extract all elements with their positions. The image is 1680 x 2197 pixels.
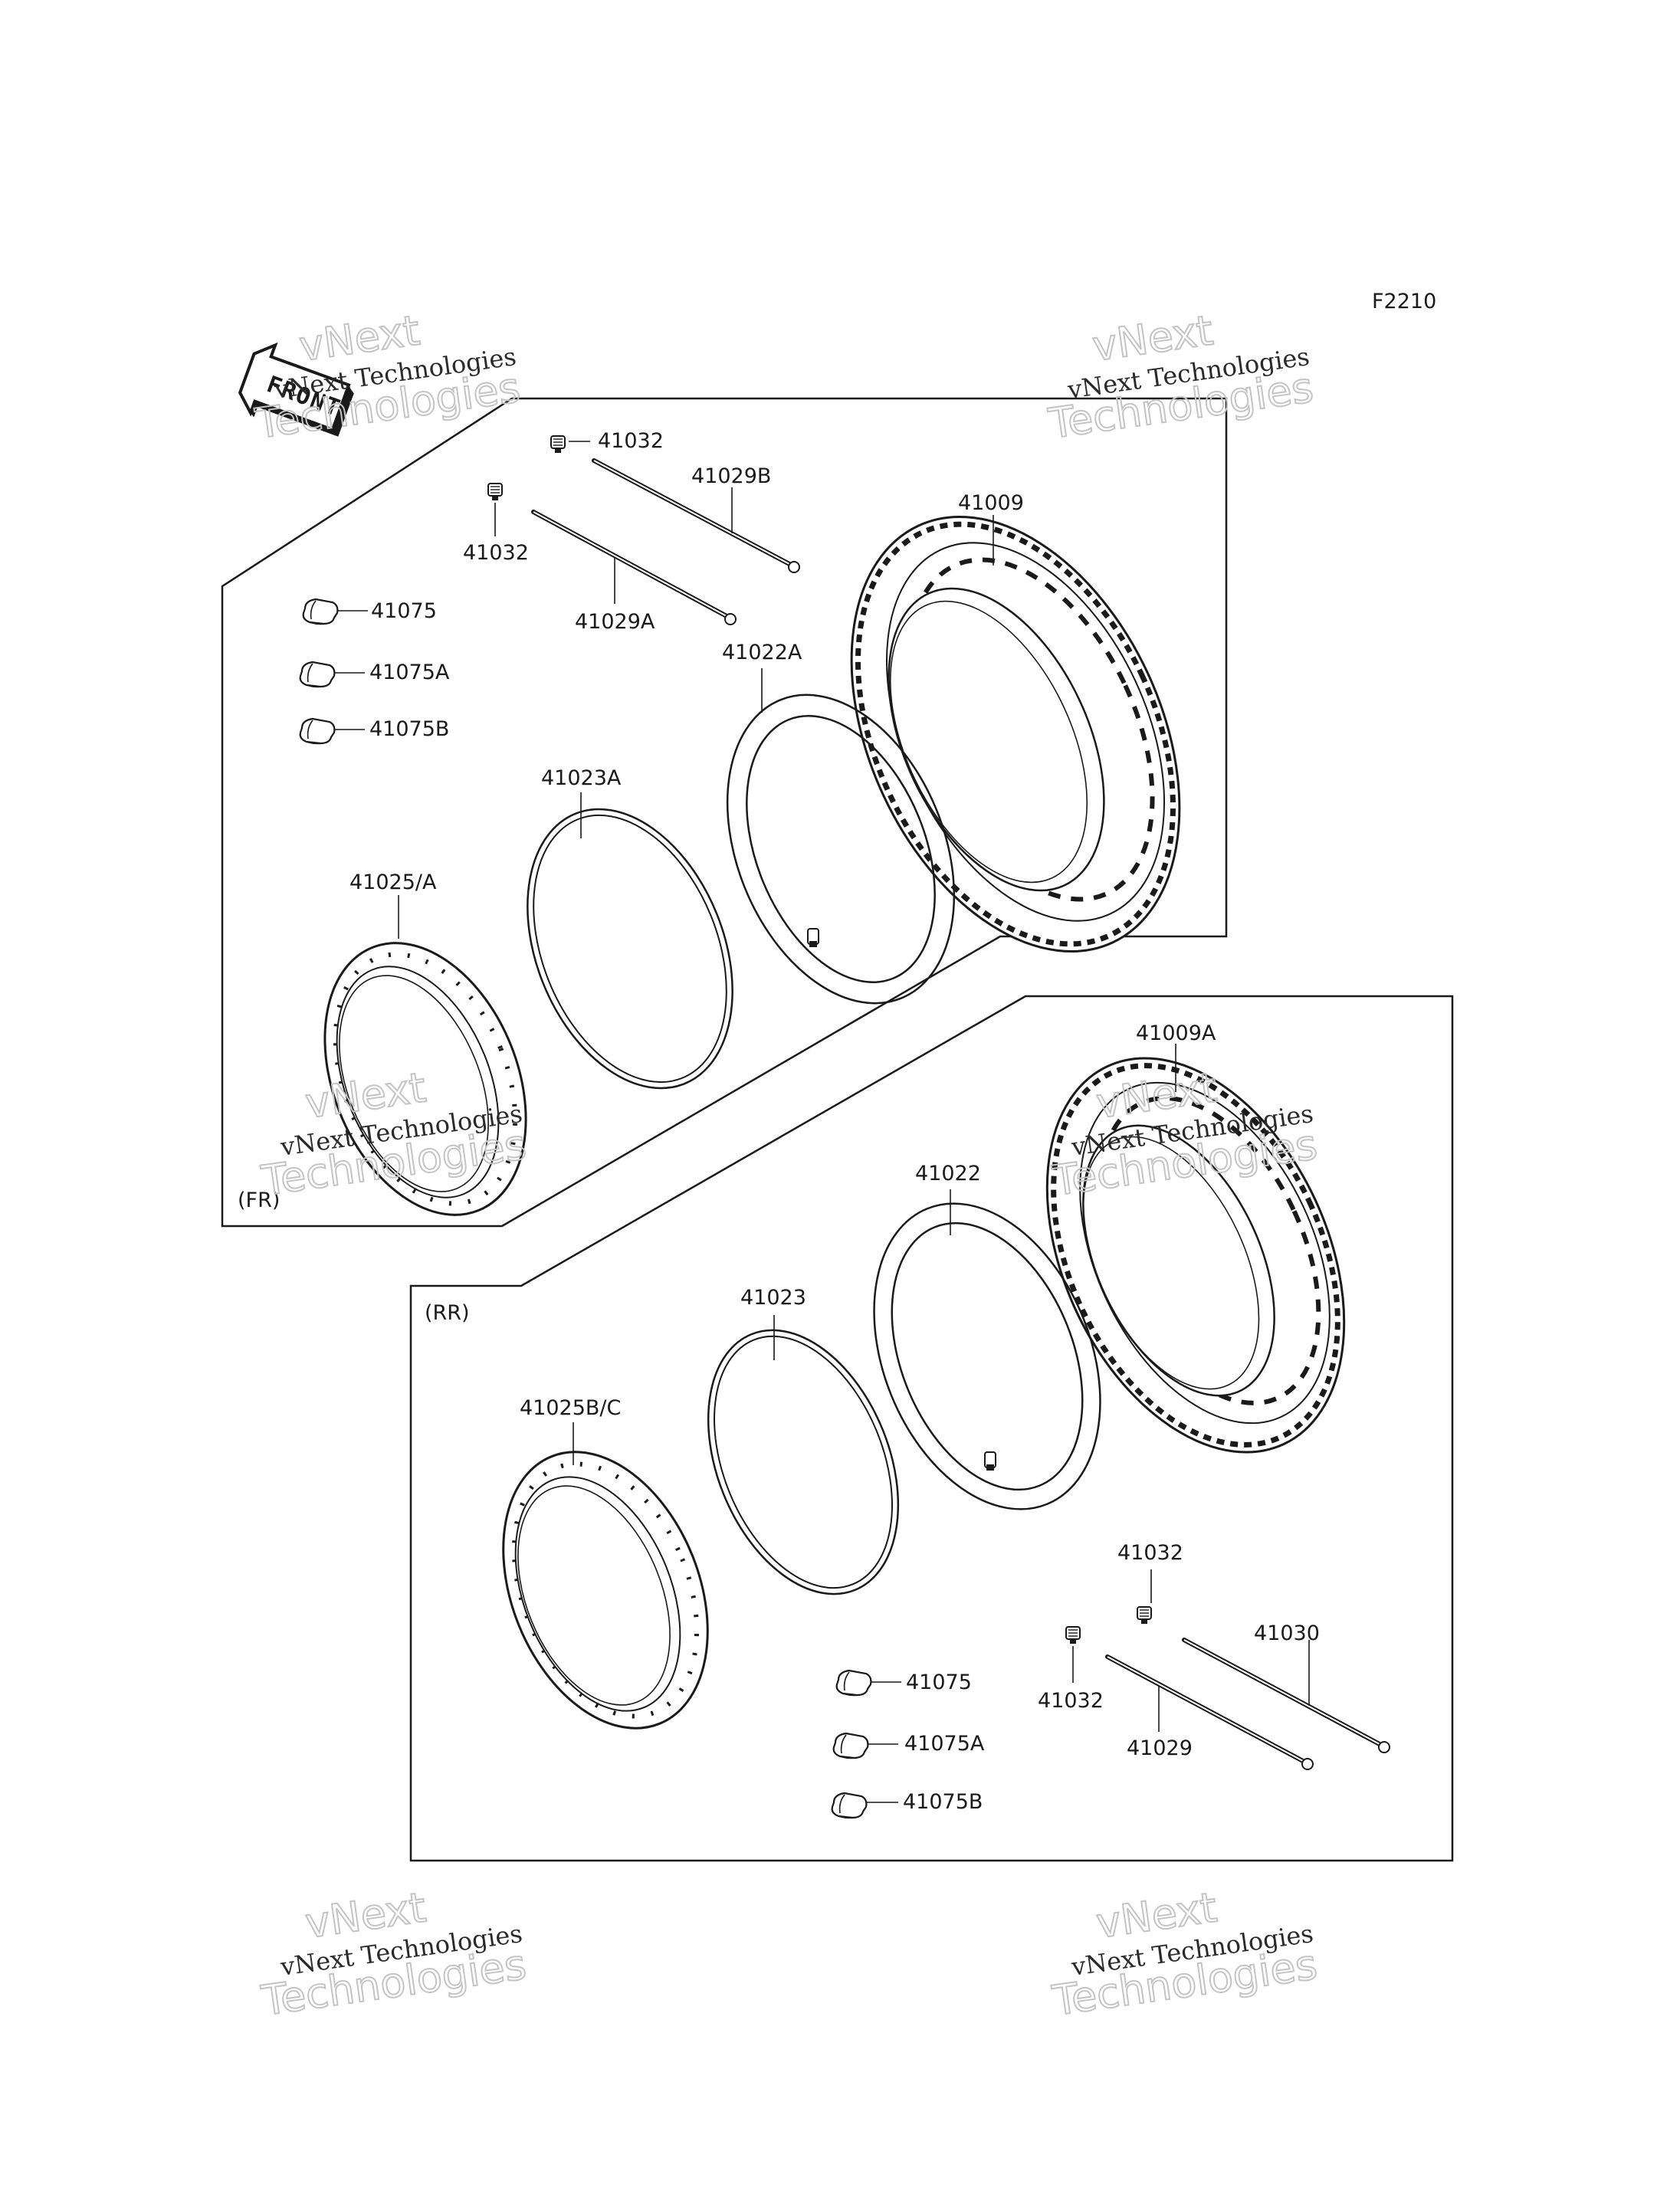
inner-tube-icon [726,694,956,1005]
front-wheel-panel: (FR) 41032 41032 41029B 41029A 41075 410… [221,397,1228,1228]
front-panel-tag: (FR) [238,1189,280,1212]
part-label-41025-A: 41025/A [349,871,437,894]
rim-icon [323,942,527,1216]
part-label-41009: 41009 [958,491,1024,515]
part-label-41075: 41075 [906,1671,972,1694]
part-label-41029A: 41029A [575,610,655,634]
part-label-41029: 41029 [1127,1736,1193,1760]
rear-panel-tag: (RR) [425,1301,470,1325]
watermark-bottom-left: vNext vNext Technologies Technologies [258,1882,530,2025]
part-label-41032-upper: 41032 [1117,1541,1183,1565]
valve-cap-icon [1065,1626,1081,1644]
part-label-41075A: 41075A [904,1732,985,1756]
watermark-mid-right: vNext vNext Technologies Technologies [1048,1062,1321,1205]
spoke-icon [592,458,800,573]
front-arrow-icon: FRONT [238,342,354,437]
part-label-41032-lower: 41032 [463,541,529,565]
balance-weight-icon [302,598,339,625]
part-label-41075B: 41075B [903,1790,983,1814]
balance-weight-icon [831,1792,868,1819]
balance-weight-icon [835,1669,872,1697]
tire-icon [1045,1057,1346,1454]
part-label-41025B-C: 41025B/C [520,1396,621,1420]
balance-weight-icon [299,717,336,745]
part-label-41022: 41022 [915,1162,981,1185]
inner-tube-icon [873,1202,1101,1510]
part-label-41023: 41023 [740,1286,806,1310]
balance-weight-icon [299,661,336,688]
watermark-bottom-right: vNext vNext Technologies Technologies [1048,1882,1321,2025]
rim-band-icon [527,808,733,1090]
part-label-41075A: 41075A [369,661,450,684]
balance-weight-icon [832,1732,869,1759]
part-label-41009A: 41009A [1136,1021,1216,1045]
spoke-icon [1105,1654,1314,1770]
part-label-41029B: 41029B [691,464,771,488]
rim-band-icon [707,1329,900,1595]
spoke-icon [531,510,737,625]
valve-cap-icon [1137,1606,1152,1625]
part-label-41030: 41030 [1254,1622,1320,1645]
part-label-41032-upper: 41032 [598,429,664,453]
valve-cap-icon [550,435,566,454]
figure-code: F2210 [1372,290,1436,313]
tire-icon [850,515,1181,953]
part-label-41032-lower: 41032 [1038,1689,1104,1713]
valve-cap-icon [487,483,503,501]
part-label-41075: 41075 [371,599,437,623]
rim-icon [502,1451,709,1730]
watermark-top-right: vNext vNext Technologies Technologies [1045,305,1317,448]
spoke-icon [1182,1638,1390,1753]
part-label-41022A: 41022A [722,641,802,664]
rear-wheel-panel: (RR) 41009A 41022 41023 [409,995,1454,1862]
part-label-41075B: 41075B [369,717,449,741]
part-label-41023A: 41023A [541,766,622,790]
